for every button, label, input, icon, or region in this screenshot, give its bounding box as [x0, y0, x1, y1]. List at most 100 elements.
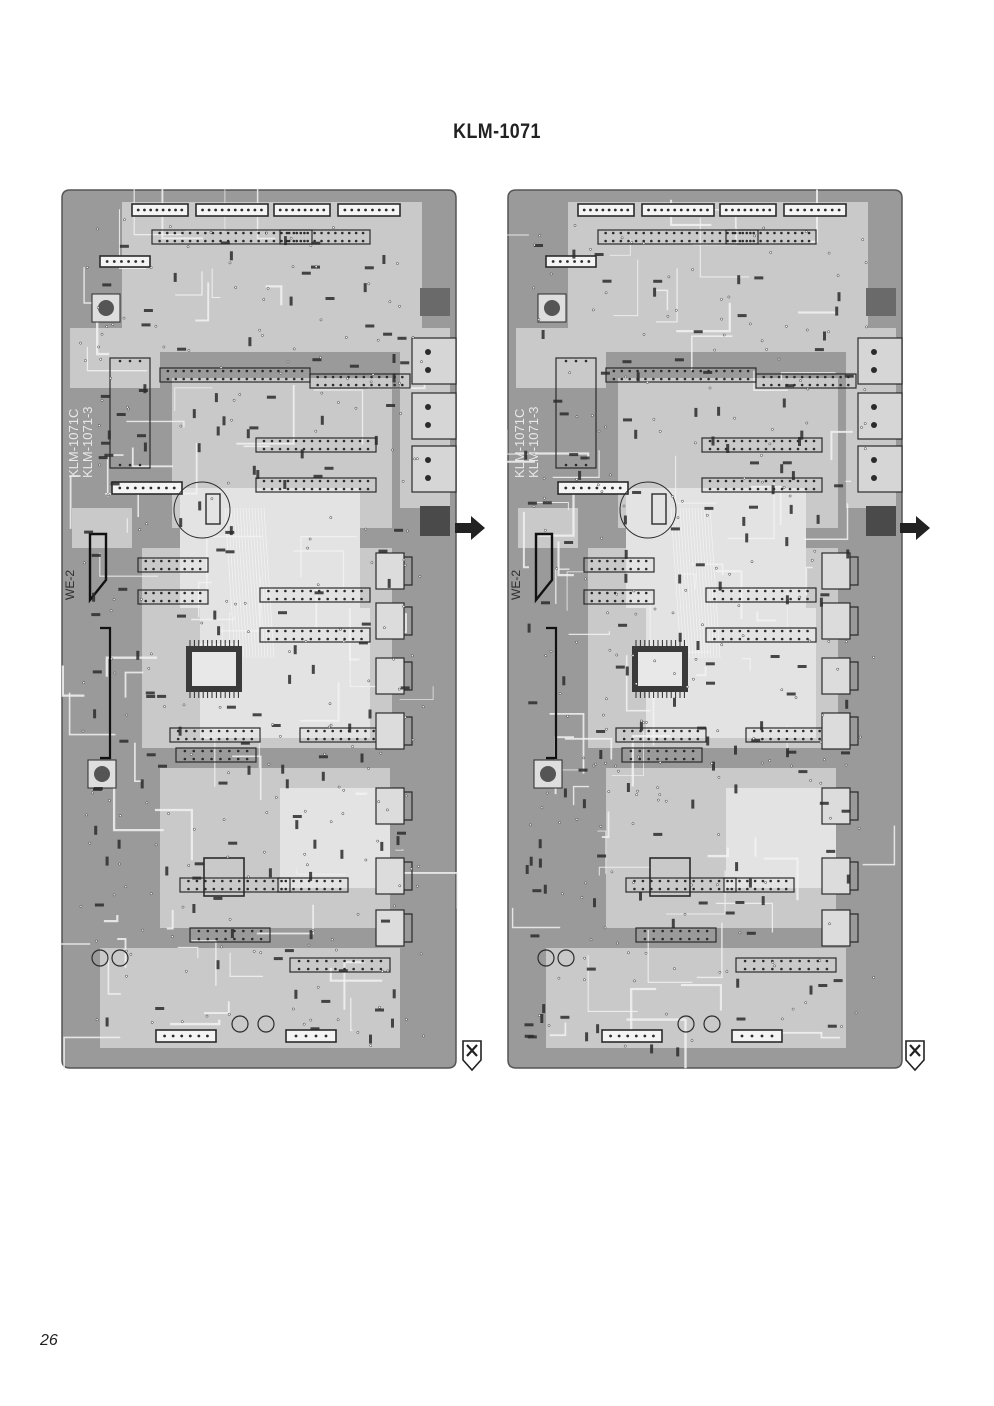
ic-pin [278, 439, 282, 443]
ic-pin [631, 729, 634, 733]
ic-pin [264, 239, 268, 243]
via [664, 799, 668, 803]
ic-pin [326, 629, 329, 633]
ic-pin [175, 591, 179, 595]
connector-pin [595, 208, 599, 212]
pcb-trace [83, 267, 92, 304]
smd-component [624, 573, 628, 583]
ic-pin [201, 737, 205, 741]
ic-pin [401, 383, 404, 387]
ic-pin [696, 929, 700, 933]
smd-component [541, 330, 545, 339]
pcb-trace [112, 783, 164, 832]
ic-pin [306, 231, 309, 235]
ic-pin [224, 937, 227, 941]
pcb-trace [805, 566, 813, 596]
ic-pin [315, 967, 319, 971]
ic-pin [234, 737, 237, 741]
via [401, 479, 405, 483]
ic-pin [759, 239, 762, 243]
via [575, 478, 578, 481]
ic-pin [294, 439, 298, 443]
smd-component [107, 430, 111, 440]
ic-pin [665, 749, 668, 753]
ic-pin [780, 597, 784, 601]
ic-pin [738, 377, 742, 381]
smd-component [746, 931, 756, 935]
via [863, 447, 867, 451]
ic-pin [752, 967, 756, 971]
via [717, 775, 721, 779]
connector-pin [214, 208, 218, 212]
ic-pin [787, 231, 790, 235]
via [416, 884, 419, 888]
connector-pin [294, 1034, 298, 1038]
connector-pin [660, 208, 664, 212]
via [106, 493, 110, 497]
ic-pin [275, 629, 279, 633]
ic-pin [752, 239, 755, 243]
via [96, 227, 99, 231]
connector-pin [647, 208, 650, 212]
smd-component [798, 770, 808, 774]
via [210, 497, 214, 501]
ic-pin [280, 879, 283, 883]
ic-pin [198, 567, 202, 571]
connector-outline [111, 481, 183, 495]
connector-pin [304, 1034, 308, 1038]
ic-pin [334, 447, 338, 451]
via [733, 416, 736, 420]
ic-pin [262, 439, 266, 443]
via [171, 935, 174, 938]
smd-component [841, 809, 851, 813]
connector-pin [161, 208, 165, 212]
connector-pin [143, 208, 146, 212]
smd-component [560, 1015, 570, 1019]
via [369, 1044, 373, 1047]
connector-pin [180, 1034, 184, 1038]
ic-pin [160, 559, 163, 563]
ic-pin [721, 597, 725, 601]
ic-outline [705, 587, 817, 603]
ic-pin [680, 737, 683, 741]
jack-pin [425, 367, 431, 373]
via [140, 597, 143, 601]
ic-pin [699, 377, 703, 381]
via [605, 697, 608, 701]
ic-pin [604, 231, 607, 235]
via [590, 414, 594, 417]
ic-pin [731, 239, 735, 243]
smd-component [602, 279, 612, 283]
ic-pin [292, 879, 295, 883]
smd-component [572, 249, 576, 259]
ic-pin [789, 629, 792, 633]
connector-pin [246, 208, 250, 212]
via [109, 609, 113, 613]
jack-body [821, 602, 851, 640]
midi-jack [857, 445, 903, 493]
via [665, 1012, 668, 1016]
smd-component [809, 985, 813, 995]
ic-pin [724, 439, 728, 443]
ic-pin [306, 239, 309, 243]
via [265, 811, 269, 814]
ic-pin [284, 629, 287, 633]
connector-pin [324, 1034, 328, 1038]
jack-body [411, 445, 457, 493]
via [416, 457, 419, 461]
connector-outline [155, 1029, 217, 1043]
via [167, 812, 170, 815]
ic-pin [318, 487, 322, 491]
pcb-trace [177, 946, 199, 959]
connector-pin [112, 260, 116, 263]
output-jack [375, 712, 413, 750]
jack-lip [850, 716, 859, 746]
ic-pin [198, 369, 201, 373]
ic-pin [361, 959, 365, 963]
pcb-trace [654, 289, 669, 311]
bus-trace [233, 507, 245, 659]
ic-pin [195, 879, 199, 883]
via [388, 300, 392, 304]
smd-component [782, 461, 792, 465]
ic-pin [696, 729, 700, 733]
